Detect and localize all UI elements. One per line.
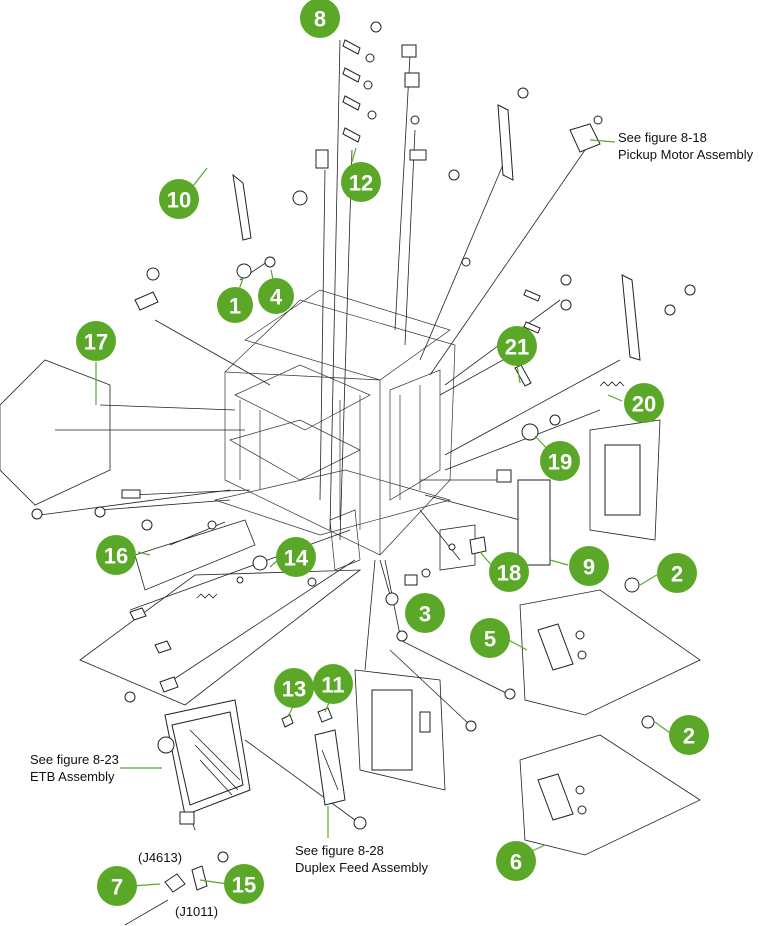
duplex-feed-name: Duplex Feed Assembly: [295, 860, 428, 875]
callout-11: 11: [313, 664, 353, 704]
svg-text:1: 1: [229, 294, 241, 319]
callout-13: 13: [274, 668, 314, 708]
leader-lines: [39, 39, 621, 831]
pickup-motor-ref: See figure 8-18: [618, 130, 707, 145]
callout-9: 9: [569, 546, 609, 586]
svg-text:16: 16: [104, 544, 128, 569]
svg-text:20: 20: [632, 392, 656, 417]
svg-text:6: 6: [510, 850, 522, 875]
svg-text:11: 11: [321, 673, 344, 698]
svg-text:19: 19: [548, 450, 572, 475]
svg-text:13: 13: [282, 677, 306, 702]
callout-7: 7: [97, 866, 137, 906]
svg-text:3: 3: [419, 602, 431, 627]
svg-text:2: 2: [671, 562, 683, 587]
callout-17: 17: [76, 321, 116, 361]
svg-text:5: 5: [484, 627, 496, 652]
etb-name: ETB Assembly: [30, 769, 115, 784]
etb-ref: See figure 8-23: [30, 752, 119, 767]
callout-16: 16: [96, 535, 136, 575]
part-sketches: [31, 21, 696, 926]
etb-assembly-drawing: [157, 699, 251, 825]
callout-21: 21: [497, 326, 537, 366]
duplex-feed-ref: See figure 8-28: [295, 843, 384, 858]
svg-text:10: 10: [167, 188, 191, 213]
connector-j1011: (J1011): [175, 904, 218, 919]
group-outlines: [0, 359, 701, 856]
callout-20: 20: [624, 383, 664, 423]
svg-text:15: 15: [232, 873, 256, 898]
callout-6: 6: [496, 841, 536, 881]
printer-chassis: [213, 289, 456, 571]
svg-text:2: 2: [683, 724, 695, 749]
callout-2-bottom: 2: [669, 715, 709, 755]
svg-text:12: 12: [349, 171, 373, 196]
callout-12: 12: [341, 162, 381, 202]
svg-text:18: 18: [497, 561, 521, 586]
svg-text:14: 14: [284, 546, 309, 571]
callout-3: 3: [405, 593, 445, 633]
callout-19: 19: [540, 441, 580, 481]
svg-text:7: 7: [111, 875, 123, 900]
callout-8: 8: [300, 0, 340, 38]
callout-18: 18: [489, 552, 529, 592]
callout-4: 4: [258, 278, 294, 314]
svg-text:17: 17: [84, 330, 108, 355]
svg-text:4: 4: [270, 285, 283, 310]
svg-text:21: 21: [505, 335, 529, 360]
pickup-motor-name: Pickup Motor Assembly: [618, 147, 754, 162]
duplex-feed-drawing: [314, 729, 367, 830]
svg-text:9: 9: [583, 555, 595, 580]
callout-10: 10: [159, 179, 199, 219]
connector-j4613: (J4613): [138, 850, 182, 865]
callout-1: 1: [217, 287, 253, 323]
callout-2-top: 2: [657, 553, 697, 593]
callout-5: 5: [470, 618, 510, 658]
callout-14: 14: [276, 537, 316, 577]
svg-text:8: 8: [314, 7, 326, 32]
callout-15: 15: [224, 864, 264, 904]
